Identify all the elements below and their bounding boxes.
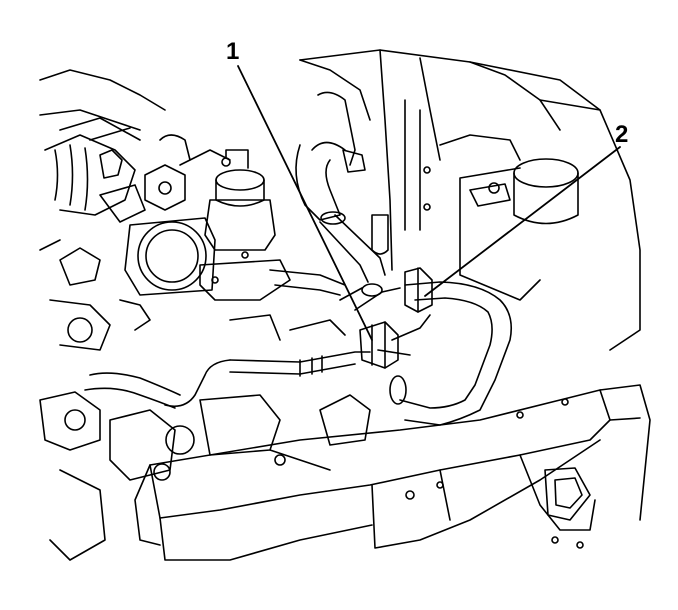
leader-line-1 xyxy=(237,65,373,341)
coolant-hose-upper xyxy=(295,91,386,283)
egr-valve xyxy=(199,149,291,301)
leader-line-2 xyxy=(424,146,621,297)
strut-tower xyxy=(439,134,579,301)
vacuum-lines xyxy=(59,117,346,296)
callout-1: 1 xyxy=(226,38,240,65)
callout-2: 2 xyxy=(615,121,629,148)
heater-pipe xyxy=(84,351,371,409)
heater-hose-2 xyxy=(381,267,513,426)
quick-connect-fitting-1 xyxy=(339,283,431,369)
leader-lines xyxy=(237,65,621,341)
intake-manifold xyxy=(39,69,166,286)
radiator-support xyxy=(134,384,651,561)
fender-apron xyxy=(299,49,641,351)
throttle-body xyxy=(99,164,216,296)
lower-engine xyxy=(39,299,371,561)
